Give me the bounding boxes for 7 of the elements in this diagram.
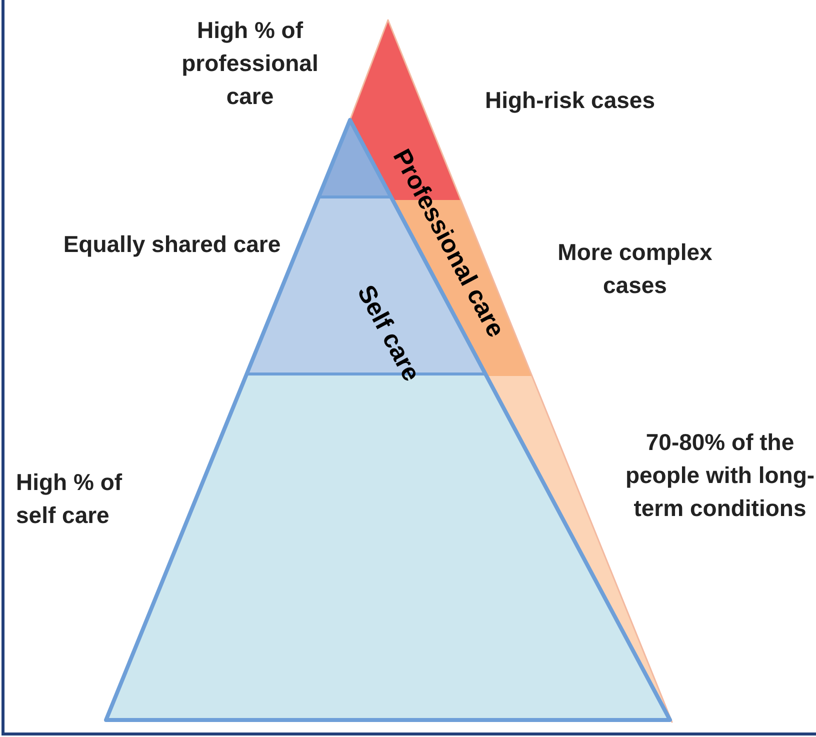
annotation: 70-80% of the people with long-term conditions xyxy=(625,428,815,523)
annotation: High % of self care xyxy=(16,468,124,530)
annotation: High-risk cases xyxy=(484,86,656,115)
annotation: Equally shared care xyxy=(62,230,282,259)
annotation: More complex cases xyxy=(556,238,714,300)
annotation: High % of professional care xyxy=(180,16,320,111)
self-care-label: Self care xyxy=(350,280,426,386)
